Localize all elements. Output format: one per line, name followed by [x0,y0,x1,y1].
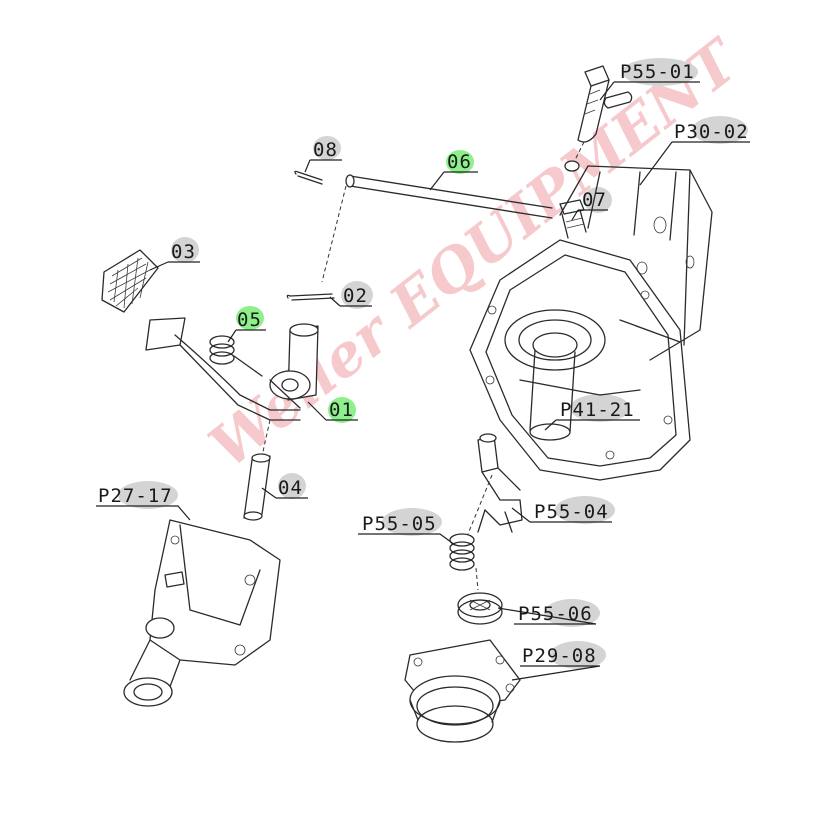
label-01: 01 [329,399,354,421]
highlight-08 [313,136,341,160]
highlight-01 [328,397,356,423]
part-02-clip [286,293,335,301]
part-04-bushing [243,419,271,521]
label-p41-21: P41-21 [560,399,635,421]
label-07: 07 [582,189,607,211]
highlight-p55-01 [622,58,698,86]
part-p55-06-seal [457,567,503,625]
part-p41-21-case [469,239,691,481]
highlight-07 [584,187,612,213]
highlight-02 [341,281,373,309]
highlight-p55-05 [382,508,442,536]
highlight-p55-04 [555,496,615,524]
label-p55-04: P55-04 [534,501,609,523]
leader-lines [96,81,750,681]
part-01-pedal-arm [145,317,319,421]
label-03: 03 [171,241,196,263]
part-labels: P55-01 P30-02 07 06 08 03 02 05 01 04 P4… [98,61,749,667]
part-08-pin [294,170,323,185]
part-p29-08-flange [404,639,521,743]
highlight-p30-02 [692,116,748,144]
part-05-spring [209,335,263,377]
label-05: 05 [237,309,262,331]
highlight-05 [236,306,264,330]
highlight-p41-21 [570,394,630,422]
highlight-p55-06 [544,599,600,627]
part-p55-01-bolt [564,65,633,172]
highlight-06 [446,150,474,174]
part-p55-04-fork [477,433,523,533]
label-08: 08 [313,139,338,161]
highlight-p27-17 [118,481,178,509]
highlight-04 [278,473,306,499]
label-p55-01: P55-01 [620,61,695,83]
part-p27-17-housing [123,519,281,707]
label-p27-17: P27-17 [98,485,173,507]
part-06-rod [321,174,553,283]
watermark-text: Weller EQUIPMENT [197,25,754,481]
label-highlights [118,58,748,669]
highlight-03 [171,237,199,263]
label-p55-05: P55-05 [362,513,437,535]
label-p29-08: P29-08 [522,645,597,667]
label-02: 02 [343,285,368,307]
label-04: 04 [278,477,303,499]
label-p55-06: P55-06 [518,603,593,625]
part-p30-02-housing [559,165,713,361]
highlight-p29-08 [550,641,606,669]
part-03-pedal-pad [101,249,159,313]
part-p55-05-spring [449,474,493,571]
label-p30-02: P30-02 [674,121,749,143]
watermark: Weller EQUIPMENT [197,25,754,481]
label-06: 06 [447,151,472,173]
